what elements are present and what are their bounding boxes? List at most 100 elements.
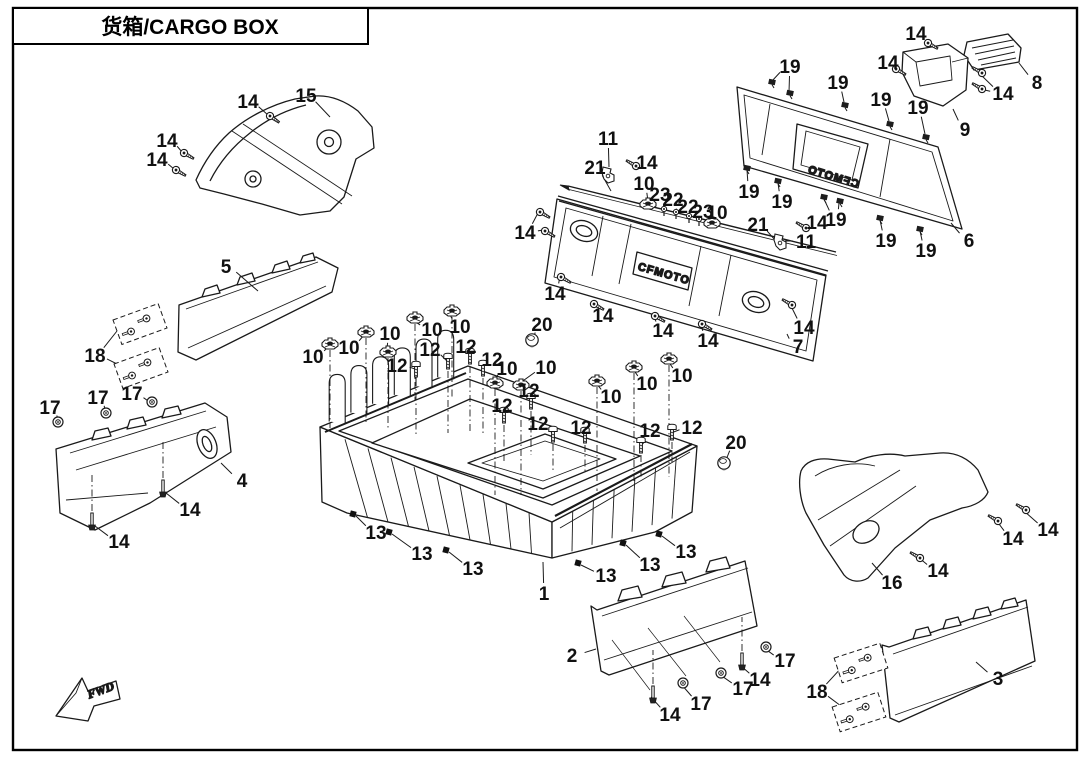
callout-19: 19 — [771, 192, 792, 213]
leader-line — [258, 106, 269, 116]
leader-line — [355, 515, 367, 527]
callout-20: 20 — [531, 315, 552, 336]
push-rivet-icon — [922, 133, 930, 144]
page-border — [11, 6, 1079, 752]
screw-icon — [540, 226, 556, 238]
callout-10: 10 — [302, 347, 323, 368]
callout-10: 10 — [449, 317, 470, 338]
plug-icon — [525, 333, 539, 348]
callout-23: 23 — [692, 202, 713, 223]
part-15-corner-bracket — [195, 95, 375, 216]
bolt-icon — [636, 436, 646, 477]
callout-12: 12 — [455, 337, 476, 358]
callout-22: 22 — [662, 190, 683, 211]
clip-nut-icon — [639, 197, 657, 210]
push-rivet-icon — [876, 214, 884, 225]
callout-18: 18 — [806, 682, 827, 703]
callout-12: 12 — [639, 421, 660, 442]
screw-icon — [795, 221, 811, 233]
screw-icon — [697, 319, 713, 331]
callout-19: 19 — [915, 241, 936, 262]
callout-10: 10 — [706, 203, 727, 224]
callout-14: 14 — [179, 500, 201, 521]
callout-12: 12 — [527, 414, 548, 435]
callout-14: 14 — [697, 331, 719, 352]
screw-icon — [556, 272, 572, 284]
callout-14: 14 — [1037, 520, 1059, 541]
callout-10: 10 — [535, 358, 556, 379]
part-16-side-cover-right — [799, 452, 989, 582]
callout-12: 12 — [481, 350, 502, 371]
callout-17: 17 — [39, 398, 60, 419]
callout-5: 5 — [221, 257, 232, 278]
callout-17: 17 — [87, 388, 108, 409]
leader-line — [661, 535, 676, 547]
part-7-tailgate: CFMOTO — [544, 195, 829, 362]
leader-line — [788, 75, 791, 93]
leader-line — [584, 648, 597, 654]
screw-icon — [159, 440, 167, 498]
callout-10: 10 — [421, 320, 442, 341]
tiny-screw-icon — [685, 212, 693, 223]
screw-icon — [650, 311, 666, 323]
clip-nut-icon — [379, 345, 397, 428]
push-rivet-icon — [916, 225, 924, 236]
rivet-icon — [574, 559, 582, 567]
leader-line — [975, 661, 988, 673]
callout-14: 14 — [156, 131, 178, 152]
rivet-icon — [655, 530, 663, 538]
bolt-icon — [526, 392, 536, 455]
callout-14: 14 — [237, 92, 259, 113]
callout-3: 3 — [993, 669, 1004, 690]
part-2-side-panel-front — [590, 556, 758, 691]
callout-14: 14 — [146, 150, 168, 171]
leader-line — [786, 333, 790, 339]
leader-line — [625, 544, 641, 559]
nut-icon — [760, 641, 772, 653]
callout-12: 12 — [681, 418, 702, 439]
clip-nut-icon — [660, 352, 678, 477]
callout-12: 12 — [518, 381, 539, 402]
screw-icon — [891, 64, 907, 76]
bolt-icon — [465, 347, 475, 432]
screw-icon — [171, 165, 187, 177]
bolt-icon — [411, 360, 421, 435]
nut-icon — [146, 396, 158, 408]
callout-19: 19 — [779, 57, 800, 78]
callout-17: 17 — [690, 694, 711, 715]
clip-nut-icon — [357, 325, 375, 422]
callout-16: 16 — [881, 573, 902, 594]
leader-line — [952, 108, 959, 121]
part-3-side-panel-right — [881, 597, 1036, 723]
tiny-screw-icon — [695, 215, 703, 226]
bolt-icon — [478, 359, 488, 434]
clip-nut-icon — [321, 337, 339, 428]
screw-icon — [909, 551, 925, 563]
leader-line — [841, 91, 845, 103]
callout-21: 21 — [747, 215, 769, 236]
rivet-icon — [385, 528, 393, 536]
leader-line — [607, 147, 610, 168]
callout-13: 13 — [639, 555, 660, 576]
clip-nut-icon — [588, 374, 606, 491]
leader-line — [542, 561, 545, 584]
nut-icon — [715, 667, 727, 679]
leader-line — [103, 330, 118, 348]
leader-line — [950, 222, 960, 234]
callout-11: 11 — [796, 232, 817, 253]
callout-10: 10 — [379, 324, 400, 345]
screw-icon — [589, 299, 605, 311]
screw-icon — [923, 38, 939, 50]
push-rivet-icon — [743, 164, 751, 175]
callout-11: 11 — [598, 129, 619, 150]
nut-icon — [52, 416, 64, 428]
callout-12: 12 — [491, 396, 512, 417]
screw-icon — [535, 207, 551, 219]
callout-17: 17 — [774, 651, 795, 672]
bolt-icon — [443, 352, 453, 433]
leader-line — [580, 564, 595, 572]
callout-14: 14 — [749, 670, 771, 691]
callout-14: 14 — [544, 284, 566, 305]
